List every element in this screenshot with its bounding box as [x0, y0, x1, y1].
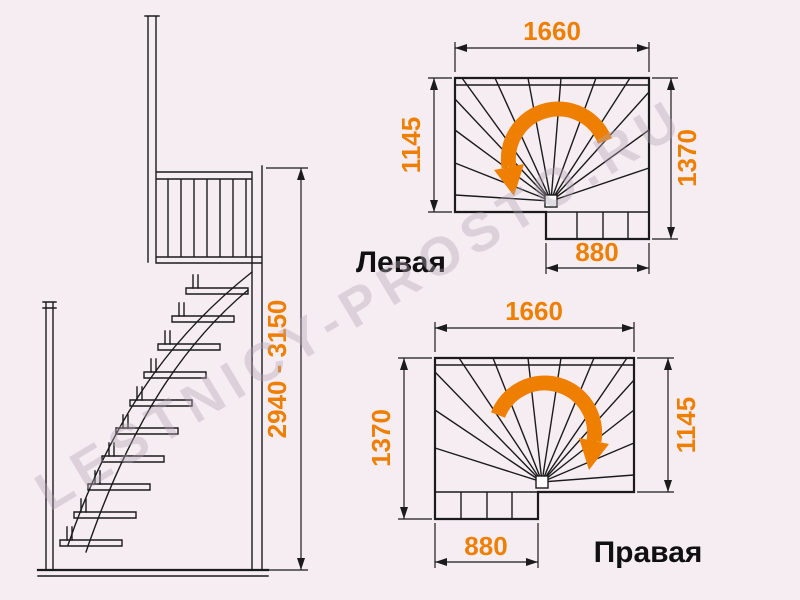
elevation-structure	[42, 15, 263, 571]
plan-left-turn: 1660 1145 1370 880 Левая	[356, 16, 702, 279]
plan-right-dim-top-value: 1660	[505, 296, 563, 326]
elevation-baluster-stubs	[66, 274, 199, 541]
plan-right-dim-bottom-value: 880	[464, 531, 507, 561]
plan-right-dim-bottom: 880	[434, 523, 539, 568]
plan-left-dim-left: 1145	[396, 77, 452, 213]
plan-left-dim-top: 1660	[454, 16, 650, 72]
plan-left-label: Левая	[356, 246, 446, 279]
plan-left-dim-right: 1370	[652, 77, 702, 240]
plan-left-dim-top-value: 1660	[523, 16, 581, 46]
plan-left-dim-bottom: 880	[545, 237, 650, 274]
plan-left-dim-right-value: 1370	[672, 129, 702, 187]
plan-right-label: Правая	[594, 536, 703, 569]
elevation-height-value: 2940 - 3150	[262, 300, 292, 439]
elevation-height-dimension: 2940 - 3150	[262, 167, 308, 571]
plan-left-dim-left-value: 1145	[396, 117, 426, 173]
plan-right-turn: 1660 1370 1145 880 Правая	[366, 296, 702, 569]
plan-right-dim-top: 1660	[434, 296, 635, 352]
turn-right-arrow-icon	[491, 375, 609, 470]
elevation-treads	[59, 287, 249, 547]
plan-right-dim-left: 1370	[366, 357, 432, 520]
turn-left-arrow-icon	[494, 101, 612, 196]
plan-right-dim-right: 1145	[637, 357, 701, 493]
plan-left-outline	[453, 76, 651, 241]
plan-left-center-pole	[544, 194, 558, 208]
plan-right-center-pole	[535, 475, 549, 489]
plan-left-dim-bottom-value: 880	[575, 237, 618, 267]
plan-right-dim-right-value: 1145	[671, 397, 701, 453]
elevation-drawing: 2940 - 3150	[36, 15, 308, 577]
plan-right-dim-left-value: 1370	[366, 409, 396, 467]
